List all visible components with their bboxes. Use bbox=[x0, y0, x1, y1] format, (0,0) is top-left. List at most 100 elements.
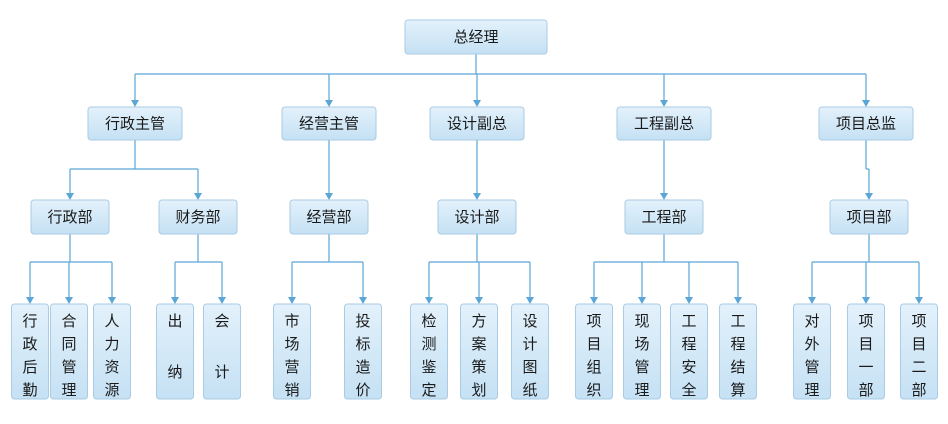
node-unit-box bbox=[670, 303, 708, 400]
node-manager-label: 设计副总 bbox=[447, 115, 507, 133]
arrow-head bbox=[638, 297, 646, 304]
node-unit: 工程结算 bbox=[719, 303, 757, 400]
node-unit-box bbox=[11, 303, 49, 400]
node-unit-box bbox=[93, 303, 131, 400]
node-manager-box bbox=[616, 106, 712, 141]
node-unit-label: 人力资源 bbox=[104, 312, 119, 399]
node-unit: 方案策划 bbox=[460, 303, 498, 400]
node-unit-label: 项目一部 bbox=[858, 312, 873, 399]
node-unit-label: 市场营销 bbox=[284, 312, 299, 399]
arrow-head bbox=[66, 193, 74, 200]
node-unit-label: 项目二部 bbox=[911, 312, 926, 399]
node-unit-box bbox=[156, 303, 194, 400]
arrow-head bbox=[862, 100, 870, 107]
connector-lines bbox=[26, 54, 923, 304]
node-department-box bbox=[829, 199, 909, 235]
arrow-head bbox=[131, 100, 139, 107]
node-unit: 项目一部 bbox=[847, 303, 885, 400]
node-unit-label: 出纳 bbox=[167, 312, 182, 381]
node-department-label: 项目部 bbox=[846, 208, 891, 226]
node-manager-box bbox=[818, 106, 914, 141]
arrow-head bbox=[473, 100, 481, 107]
node-manager-box bbox=[87, 106, 183, 141]
node-unit-label: 对外管理 bbox=[804, 312, 819, 399]
node-manager-label: 工程副总 bbox=[634, 115, 694, 133]
node-unit: 投标造价 bbox=[344, 303, 382, 400]
node-unit-label: 现场管理 bbox=[634, 312, 649, 399]
node-unit-label: 会计 bbox=[214, 312, 229, 381]
node-unit-box bbox=[273, 303, 311, 400]
node-department-label: 设计部 bbox=[454, 208, 499, 226]
node-unit: 出纳 bbox=[156, 303, 194, 400]
node-department: 经营部 bbox=[289, 199, 369, 235]
node-department: 财务部 bbox=[158, 199, 238, 235]
node-unit-box bbox=[50, 303, 88, 400]
node-root-box bbox=[404, 19, 548, 55]
node-department: 工程部 bbox=[624, 199, 704, 235]
arrow-head bbox=[218, 297, 226, 304]
arrow-head bbox=[526, 297, 534, 304]
node-unit-box bbox=[719, 303, 757, 400]
node-unit: 检测鉴定 bbox=[410, 303, 448, 400]
node-manager: 项目总监 bbox=[818, 106, 914, 141]
node-unit-box bbox=[460, 303, 498, 400]
node-department-box bbox=[437, 199, 517, 235]
node-unit-box bbox=[575, 303, 613, 400]
node-unit-box bbox=[900, 303, 938, 400]
node-department-label: 行政部 bbox=[47, 208, 92, 226]
node-unit: 现场管理 bbox=[623, 303, 661, 400]
node-unit-label: 工程结算 bbox=[730, 312, 745, 399]
node-department-box bbox=[158, 199, 238, 235]
node-unit: 会计 bbox=[203, 303, 241, 400]
node-unit-label: 检测鉴定 bbox=[421, 312, 436, 399]
arrow-head bbox=[808, 297, 816, 304]
arrow-head bbox=[171, 297, 179, 304]
node-unit: 设计图纸 bbox=[511, 303, 549, 400]
node-department-label: 工程部 bbox=[641, 208, 686, 226]
node-department: 行政部 bbox=[30, 199, 110, 235]
node-manager-box bbox=[429, 106, 525, 141]
node-department-box bbox=[30, 199, 110, 235]
arrow-head bbox=[473, 193, 481, 200]
arrow-head bbox=[862, 297, 870, 304]
arrow-head bbox=[359, 297, 367, 304]
node-unit-box bbox=[344, 303, 382, 400]
arrow-head bbox=[475, 297, 483, 304]
arrow-head bbox=[734, 297, 742, 304]
node-manager: 工程副总 bbox=[616, 106, 712, 141]
node-unit-label: 方案策划 bbox=[471, 312, 486, 399]
node-unit-label: 设计图纸 bbox=[522, 312, 537, 399]
node-unit: 行政后勤 bbox=[11, 303, 49, 400]
arrow-head bbox=[108, 297, 116, 304]
node-unit: 人力资源 bbox=[93, 303, 131, 400]
node-unit: 项目组织 bbox=[575, 303, 613, 400]
node-manager-label: 行政主管 bbox=[105, 115, 165, 133]
arrow-head bbox=[590, 297, 598, 304]
node-department-box bbox=[624, 199, 704, 235]
node-manager-box bbox=[281, 106, 377, 141]
node-unit: 项目二部 bbox=[900, 303, 938, 400]
node-root: 总经理 bbox=[404, 19, 548, 55]
arrow-head bbox=[325, 100, 333, 107]
node-unit-label: 行政后勤 bbox=[22, 312, 37, 399]
node-unit: 工程安全 bbox=[670, 303, 708, 400]
node-department-label: 经营部 bbox=[306, 208, 351, 226]
node-department: 项目部 bbox=[829, 199, 909, 235]
arrow-head bbox=[425, 297, 433, 304]
node-unit-label: 项目组织 bbox=[586, 312, 601, 399]
node-manager-label: 经营主管 bbox=[299, 115, 359, 133]
node-unit: 合同管理 bbox=[50, 303, 88, 400]
node-unit-label: 投标造价 bbox=[355, 312, 370, 399]
arrow-head bbox=[288, 297, 296, 304]
node-root-label: 总经理 bbox=[453, 28, 498, 46]
node-department: 设计部 bbox=[437, 199, 517, 235]
node-department-box bbox=[289, 199, 369, 235]
arrow-head bbox=[660, 193, 668, 200]
node-manager: 设计副总 bbox=[429, 106, 525, 141]
arrow-head bbox=[325, 193, 333, 200]
node-manager: 经营主管 bbox=[281, 106, 377, 141]
node-unit-label: 合同管理 bbox=[61, 312, 76, 399]
node-unit: 市场营销 bbox=[273, 303, 311, 400]
